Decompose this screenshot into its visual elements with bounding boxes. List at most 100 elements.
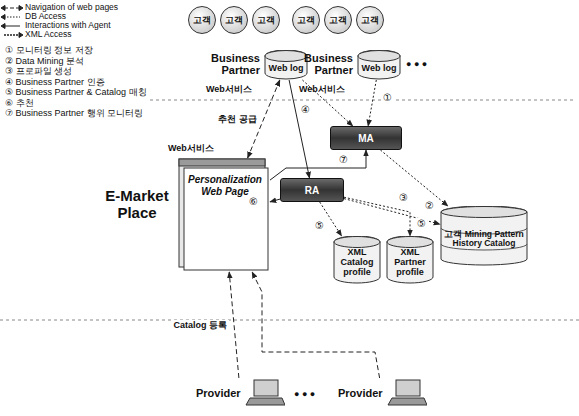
agent-box: MA — [330, 126, 402, 150]
laptop-icon — [245, 378, 285, 408]
user-circle: 고객 — [324, 6, 352, 34]
agent-box: RA — [280, 178, 344, 202]
legend-text: XML Access — [25, 30, 71, 39]
callout-number: ⑤ — [314, 220, 325, 231]
label-slot: ● ● ● — [294, 390, 315, 400]
label-slot: ④ Business Partner 인증 — [5, 78, 105, 88]
partner-heading: Business Partner — [299, 53, 353, 76]
callout-number: ⑦ — [338, 154, 349, 165]
label-slot: ⑤ Business Partner & Catalog 매칭 — [5, 88, 147, 98]
legend-line-agent — [4, 26, 20, 27]
business-partner: Business Partner Web log — [299, 50, 401, 80]
node-label: XML Partner profile — [388, 248, 432, 278]
node-label: XML Catalog profile — [335, 248, 379, 278]
cylinder-top — [358, 51, 400, 62]
node-label: MA — [358, 133, 374, 144]
callout-number: ⑥ — [248, 196, 259, 207]
db-label: Web log — [362, 63, 397, 73]
label-slot: Web서비스 — [299, 85, 345, 95]
user-label: 고객 — [225, 14, 243, 27]
label-slot: ① 모니터링 정보 저장 — [5, 46, 93, 56]
label-slot: E-Market Place — [98, 188, 176, 221]
label-slot: ⑥ — [248, 196, 259, 207]
provider-label: Provider — [196, 387, 241, 399]
cylinder-top — [387, 237, 433, 248]
cylinder-top — [334, 237, 380, 248]
legend-slot: XML Access — [25, 30, 71, 39]
connector — [270, 199, 280, 202]
step-list-item: ④ Business Partner 인증 — [5, 78, 105, 88]
annotation: ● ● ● — [294, 390, 315, 400]
label-slot: Web서비스 — [168, 144, 214, 154]
legend-line-db — [4, 17, 20, 18]
legend-line-navigation — [4, 8, 20, 9]
annotation: Web서비스 — [299, 85, 345, 95]
laptop-base — [246, 398, 285, 405]
xml-profile-db: XML Partner profile — [386, 236, 434, 284]
user-circle: 고객 — [188, 6, 216, 34]
step-list-item: ⑤ Business Partner & Catalog 매칭 — [5, 88, 147, 98]
laptop-icon — [387, 378, 427, 408]
db-label: Web log — [269, 63, 304, 73]
connector — [252, 272, 380, 378]
label-slot: ⑤ — [416, 218, 427, 229]
label-slot: ● ● ● — [406, 60, 427, 70]
callout-number: ③ — [398, 192, 409, 203]
legend-slot: DB Access — [25, 12, 66, 21]
label-slot: ② — [424, 200, 435, 211]
callout-number: ① — [382, 92, 393, 103]
edge-label-slot: 추천 공급 — [216, 114, 259, 125]
user-label: 고객 — [257, 14, 275, 27]
label-slot: ⑥ 추천 — [5, 99, 34, 109]
connector — [368, 80, 376, 126]
connector — [229, 272, 239, 378]
node-label: Personalization Web Page — [188, 174, 262, 197]
legend-slot: Interactions with Agent — [25, 21, 111, 30]
annotation: Web서비스 — [168, 144, 214, 154]
legend-arrowhead — [1, 24, 5, 29]
business-partner: Business Partner Web log — [206, 50, 308, 80]
separator-line — [150, 100, 575, 101]
cylinder-top — [441, 207, 527, 218]
cylinder-body — [358, 50, 400, 79]
partner-heading: Business Partner — [206, 53, 260, 76]
label-slot: ⑦ — [338, 154, 349, 165]
annotation: Web서비스 — [206, 85, 252, 95]
connector — [380, 150, 448, 206]
personalization-page-box: Personalization Web Page — [178, 158, 270, 272]
xml-profile-db: XML Catalog profile — [333, 236, 381, 284]
callout-number: ⑤ — [416, 218, 427, 229]
cylinder-body — [441, 206, 527, 265]
legend-samples — [1, 6, 23, 38]
laptop-base — [388, 398, 427, 405]
region-title: E-Market Place — [98, 188, 176, 221]
label-slot: ③ 프로파일 생성 — [5, 67, 72, 77]
callout-number: ④ — [300, 104, 311, 115]
label-slot: ④ — [300, 104, 311, 115]
laptop-screen — [254, 380, 278, 396]
user-circle: 고객 — [356, 6, 384, 34]
user-label: 고객 — [361, 14, 379, 27]
legend-text: Interactions with Agent — [25, 21, 111, 30]
web-log-cylinder: Web log — [357, 50, 401, 80]
user-circle: 고객 — [220, 6, 248, 34]
edge-label: 추천 공급 — [216, 114, 259, 125]
node-label: RA — [305, 185, 319, 196]
web-log-cylinder: Web log — [264, 50, 308, 80]
legend-arrowhead — [19, 6, 23, 11]
connector — [344, 197, 410, 236]
label-slot: ③ — [398, 192, 409, 203]
connector — [270, 150, 366, 180]
cylinder-top — [265, 51, 307, 62]
page-front — [184, 168, 268, 270]
label-slot: ① — [382, 92, 393, 103]
step-list-item: ② Data Mining 분석 — [5, 57, 84, 67]
history-db-stack: 고객 Mining Pattern History Catalog — [440, 206, 528, 266]
step-list-item: ③ 프로파일 생성 — [5, 67, 72, 77]
callout-number: ② — [424, 200, 435, 211]
cylinder-body — [387, 236, 433, 283]
edge-label: Catalog 등록 — [172, 320, 230, 331]
page-titlebar — [179, 159, 265, 166]
annotation: ● ● ● — [406, 60, 427, 70]
legend-slot: Navigation of web pages — [25, 3, 118, 12]
